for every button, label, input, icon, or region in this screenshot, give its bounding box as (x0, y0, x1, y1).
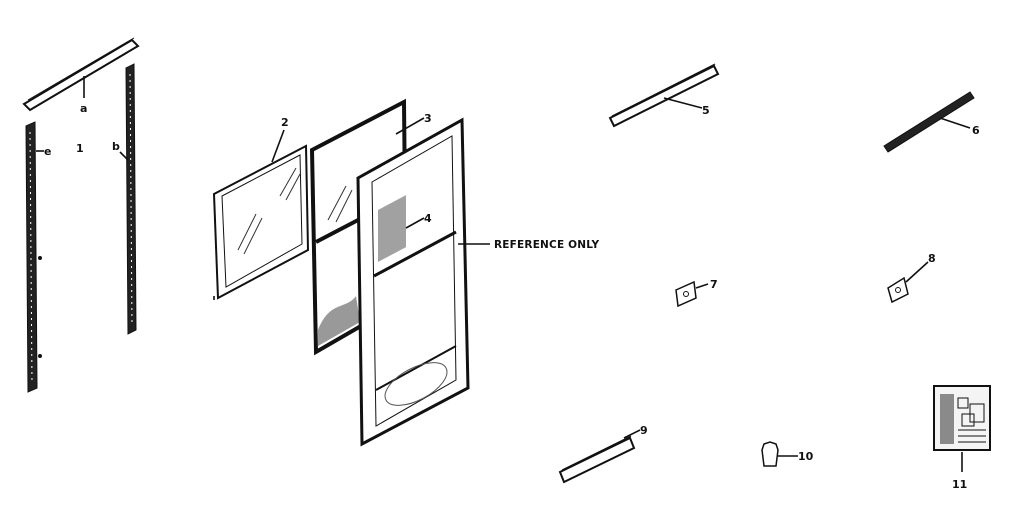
part-7-bracket: 7 (675, 278, 718, 308)
label-part-9: 9 (640, 424, 648, 437)
part-a-top-rail: a (22, 37, 140, 115)
label-part-6: 6 (972, 124, 980, 137)
label-part-11: 11 (952, 478, 967, 491)
label-part-3: 3 (424, 112, 432, 125)
part-2-glass-panel: 2 (212, 116, 310, 300)
label-part-8: 8 (928, 252, 936, 265)
label-b: b (112, 140, 120, 153)
part-8-bracket: 8 (887, 252, 936, 304)
part-10-plug: 10 (761, 441, 814, 467)
part-5-header-rail: 5 (608, 63, 720, 128)
reference-only-note: REFERENCE ONLY (494, 239, 600, 251)
label-part-7: 7 (710, 278, 718, 291)
part-9-sweep: 9 (558, 424, 648, 484)
part-b-right-jamb: b (112, 63, 137, 335)
label-part-4: 4 (424, 212, 432, 225)
label-part-1: 1 (76, 142, 84, 155)
label-part-2: 2 (281, 116, 289, 129)
part-e-left-jamb: e (25, 121, 51, 393)
part-6-weatherstrip: 6 (883, 91, 980, 153)
label-part-5: 5 (702, 104, 710, 117)
part-11-instruction-sheet: 11 (933, 385, 991, 491)
label-a: a (80, 102, 87, 115)
label-e: e (44, 145, 51, 158)
door-frame-reference: 4 REFERENCE ONLY (356, 117, 600, 447)
label-part-10: 10 (798, 450, 814, 463)
